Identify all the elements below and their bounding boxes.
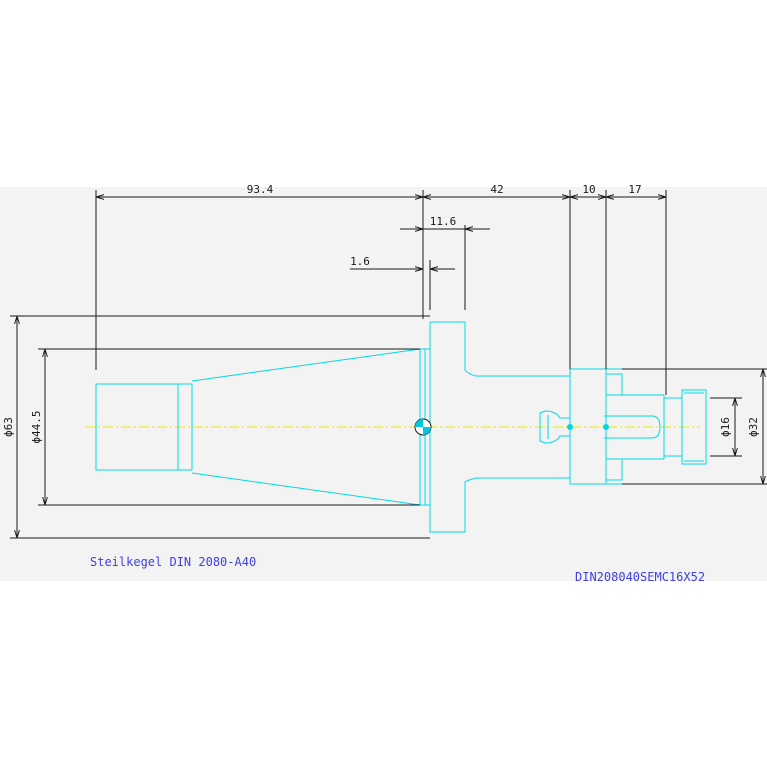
dim-10: 10 <box>582 183 595 196</box>
dimension-lines <box>10 190 767 539</box>
caption-taper-standard: Steilkegel DIN 2080-A40 <box>90 555 256 569</box>
dim-dia-44-5: ϕ44.5 <box>30 410 43 443</box>
bore-outline <box>604 415 661 439</box>
clamp-nut-outline <box>664 389 707 465</box>
dim-1-6: 1.6 <box>350 255 370 268</box>
dim-dia-16: ϕ16 <box>719 417 732 437</box>
center-point <box>567 424 573 430</box>
dim-dia-63: ϕ63 <box>2 417 15 437</box>
dim-11-6: 11.6 <box>430 215 457 228</box>
dim-17: 17 <box>628 183 641 196</box>
dim-dia-32: ϕ32 <box>747 417 760 437</box>
dim-42: 42 <box>490 183 503 196</box>
dim-93-4: 93.4 <box>247 183 274 196</box>
caption-part-number: DIN208040SEMC16X52 <box>575 570 705 584</box>
coolant-slot-outline <box>539 410 571 444</box>
center-point <box>603 424 609 430</box>
datum-symbol <box>414 418 432 436</box>
dimension-labels: 93.4 42 10 17 11.6 1.6 ϕ63 ϕ44.5 ϕ16 ϕ32 <box>2 183 760 444</box>
